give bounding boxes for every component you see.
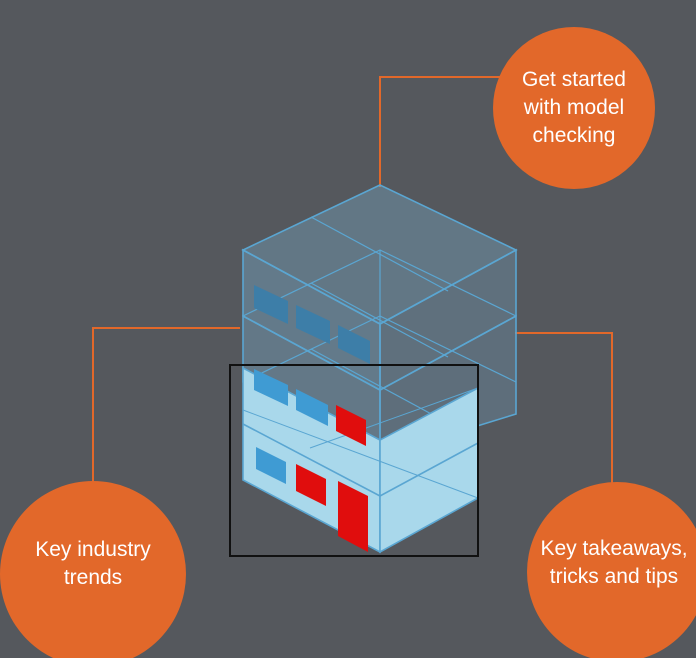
highlight-frame	[229, 364, 479, 557]
red-window-icon	[336, 405, 366, 446]
connector-left	[92, 327, 240, 488]
callout-get-started-text: Get started with model checking	[522, 68, 626, 147]
door-icon	[338, 481, 368, 552]
internal-floors	[242, 216, 517, 424]
window-icon	[254, 369, 288, 406]
callout-takeaways-text: Key takeaways, tricks and tips	[540, 537, 688, 588]
window-icon	[296, 305, 330, 344]
window-icon	[296, 389, 328, 426]
window-icon	[254, 285, 288, 324]
windows-upper	[254, 285, 370, 364]
windows-ground	[256, 447, 368, 552]
connector-top	[379, 76, 500, 187]
callout-industry-trends-text: Key industry trends	[35, 538, 151, 589]
right-face-mid	[379, 314, 517, 458]
red-window-icon	[296, 464, 326, 506]
callout-get-started: Get started with model checking	[493, 27, 655, 189]
window-icon	[338, 325, 370, 364]
callout-takeaways: Key takeaways, tricks and tips	[527, 482, 696, 658]
connector-right	[515, 332, 613, 499]
windows-middle	[254, 369, 366, 446]
window-icon	[256, 447, 286, 484]
callout-industry-trends: Key industry trends	[0, 481, 186, 658]
